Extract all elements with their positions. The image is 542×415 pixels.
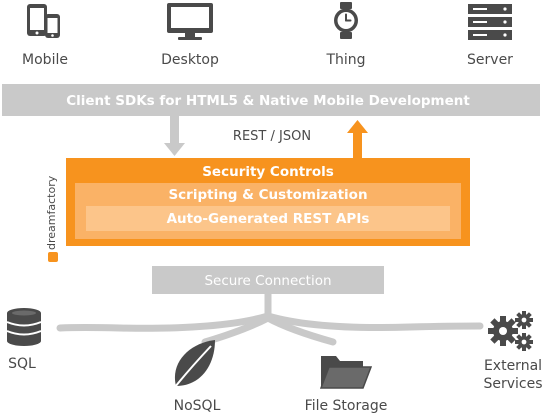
- secure-connection-label: Secure Connection: [204, 273, 331, 289]
- device-label-thing: Thing: [325, 52, 365, 68]
- brand-logo-text: dreamfactory: [45, 175, 58, 250]
- backend-label-nosql: NoSQL: [174, 398, 221, 414]
- client-sdk-label: Client SDKs for HTML5 & Native Mobile De…: [66, 93, 470, 109]
- dreamfactory-brand: dreamfactory: [45, 175, 58, 262]
- device-label-desktop: Desktop: [161, 52, 219, 68]
- up-arrow: [347, 120, 368, 158]
- leaf-icon: [170, 340, 215, 393]
- gears-icon: [488, 311, 533, 351]
- branch-connectors: [56, 290, 484, 346]
- desktop-icon: [167, 3, 213, 40]
- backend-label-external-line2: Services: [483, 376, 542, 392]
- watch-icon: [334, 2, 358, 39]
- scripting-label: Scripting & Customization: [168, 187, 367, 203]
- device-label-server: Server: [467, 52, 513, 68]
- client-sdk-bar: [2, 84, 540, 116]
- secure-connection-box: [152, 266, 384, 294]
- rest-apis-label: Auto-Generated REST APIs: [167, 211, 370, 227]
- server-icon: [468, 4, 512, 40]
- down-arrow: [164, 116, 185, 156]
- mobile-icon: [27, 4, 60, 38]
- database-icon: [6, 308, 42, 346]
- backend-label-sql: SQL: [8, 356, 36, 372]
- device-label-mobile: Mobile: [22, 52, 68, 68]
- backend-label-external-line1: External: [484, 358, 542, 374]
- security-controls-label: Security Controls: [202, 164, 334, 180]
- rest-json-label: REST / JSON: [233, 129, 311, 144]
- backend-label-file-storage: File Storage: [305, 398, 388, 414]
- folder-icon: [319, 356, 373, 389]
- rest-apis-box: [86, 206, 450, 231]
